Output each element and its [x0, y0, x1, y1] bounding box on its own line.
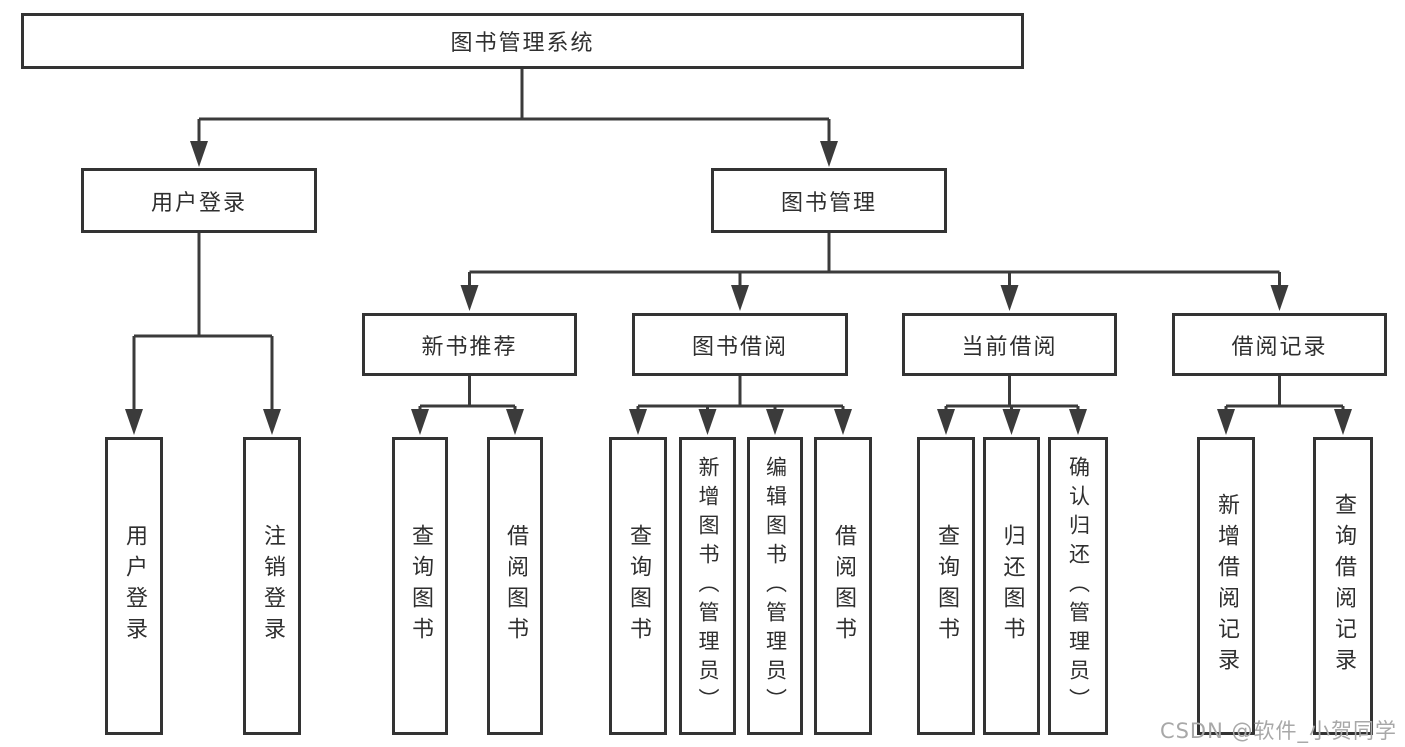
leaf-query-books-current: 查询图书: [917, 437, 975, 735]
node-book-management-system: 图书管理系统: [21, 13, 1024, 69]
leaf-borrow-books-recommend: 借阅图书: [487, 437, 543, 735]
leaf-return-books: 归还图书: [983, 437, 1040, 735]
node-borrowing-records: 借阅记录: [1172, 313, 1387, 376]
leaf-query-borrow-record: 查询借阅记录: [1313, 437, 1373, 735]
node-current-borrowing: 当前借阅: [902, 313, 1117, 376]
arrowheads: [125, 141, 1352, 435]
leaf-user-login: 用户登录: [105, 437, 163, 735]
csdn-watermark: CSDN @软件_小贺同学: [1159, 719, 1397, 743]
leaf-logout: 注销登录: [243, 437, 301, 735]
leaf-edit-books-admin: 编辑图书（管理员）: [747, 437, 803, 735]
leaf-add-borrow-record: 新增借阅记录: [1197, 437, 1255, 735]
leaf-add-books-admin: 新增图书（管理员）: [679, 437, 736, 735]
leaf-query-books-recommend: 查询图书: [392, 437, 448, 735]
leaf-confirm-return-admin: 确认归还（管理员）: [1048, 437, 1108, 735]
node-user-login-branch: 用户登录: [81, 168, 317, 233]
leaf-query-books-borrowing: 查询图书: [609, 437, 667, 735]
node-book-borrowing: 图书借阅: [632, 313, 848, 376]
node-book-management-branch: 图书管理: [711, 168, 947, 233]
leaf-borrow-books: 借阅图书: [814, 437, 872, 735]
node-new-book-recommendation: 新书推荐: [362, 313, 577, 376]
